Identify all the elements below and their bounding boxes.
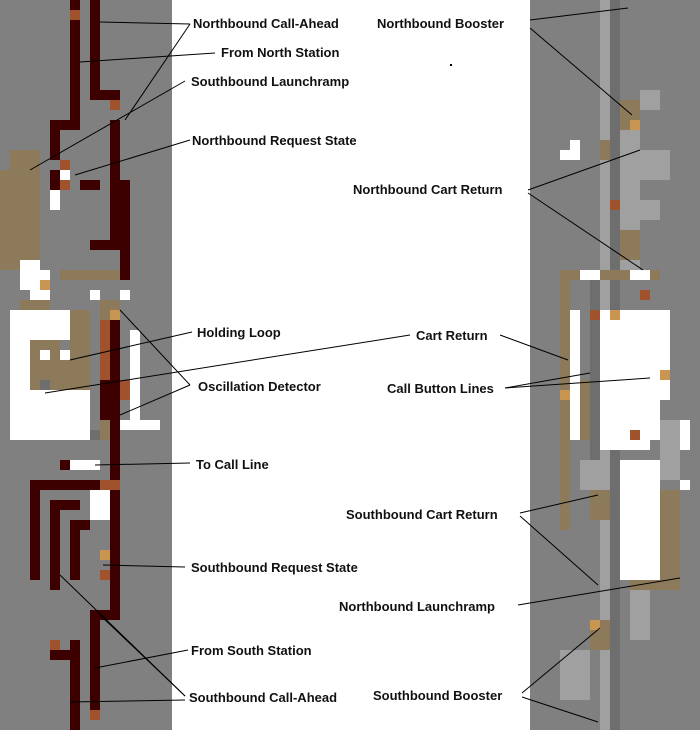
label-from-north-station: From North Station bbox=[221, 45, 339, 60]
label-to-call-line: To Call Line bbox=[196, 457, 269, 472]
label-northbound-cart-return: Northbound Cart Return bbox=[353, 182, 503, 197]
label-southbound-booster: Southbound Booster bbox=[373, 688, 502, 703]
label-cart-return: Cart Return bbox=[416, 328, 488, 343]
redstone-lit bbox=[50, 10, 130, 720]
label-from-south-station: From South Station bbox=[191, 643, 312, 658]
left-torches bbox=[40, 280, 120, 560]
label-southbound-launchramp: Southbound Launchramp bbox=[191, 74, 349, 89]
label-northbound-request-state: Northbound Request State bbox=[192, 133, 357, 148]
redstone-wire bbox=[30, 0, 130, 730]
leader-lines bbox=[29, 7, 681, 723]
left-glass-blocks bbox=[10, 170, 160, 520]
labels: Northbound Call-Ahead From North Station… bbox=[189, 16, 504, 705]
label-holding-loop: Holding Loop bbox=[197, 325, 281, 340]
label-northbound-launchramp: Northbound Launchramp bbox=[339, 599, 495, 614]
label-oscillation-detector: Oscillation Detector bbox=[198, 379, 321, 394]
label-southbound-cart-return: Southbound Cart Return bbox=[346, 507, 498, 522]
left-dark-stone bbox=[40, 380, 100, 440]
right-track-panel bbox=[530, 0, 700, 730]
right-redstone-lit bbox=[590, 200, 650, 440]
label-call-button-lines: Call Button Lines bbox=[387, 381, 494, 396]
label-southbound-request-state: Southbound Request State bbox=[191, 560, 358, 575]
label-northbound-booster: Northbound Booster bbox=[377, 16, 504, 31]
right-torches bbox=[560, 120, 670, 630]
label-southbound-call-ahead: Southbound Call-Ahead bbox=[189, 690, 337, 705]
label-northbound-call-ahead: Northbound Call-Ahead bbox=[193, 16, 339, 31]
left-circuit-panel bbox=[0, 0, 172, 730]
stray-dot bbox=[450, 64, 452, 66]
